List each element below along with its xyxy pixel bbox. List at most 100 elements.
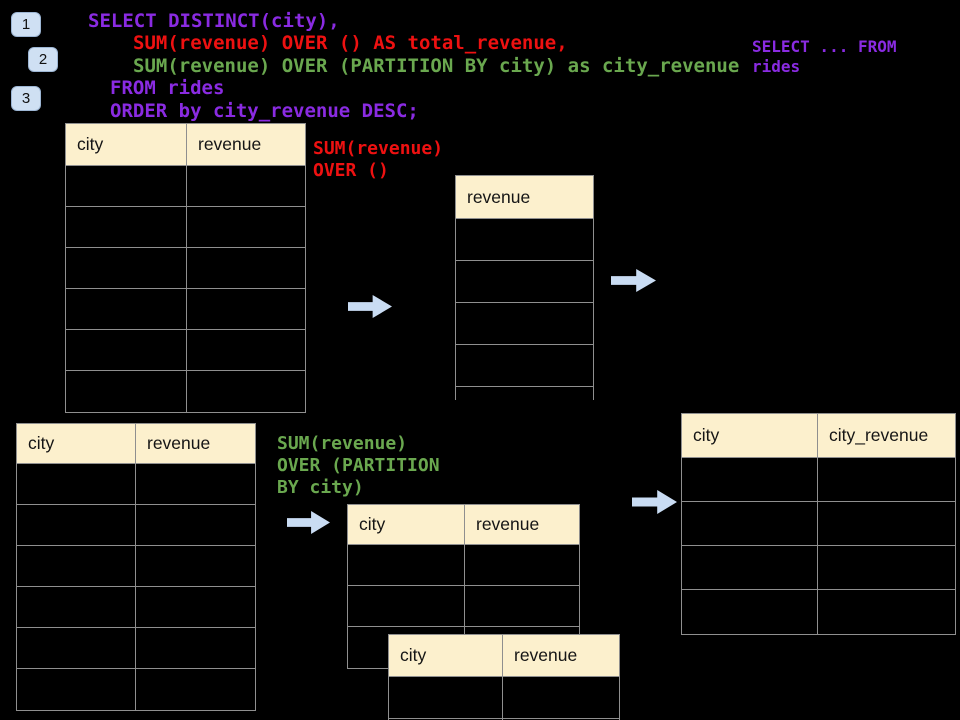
right-block-arrow-icon [611,269,656,292]
table-row [682,590,955,634]
right-block-arrow-icon [348,295,392,318]
empty-cell [818,458,954,501]
empty-cell [465,545,578,585]
empty-cell [682,590,818,634]
empty-cell [66,371,187,412]
table-row [348,545,579,586]
empty-cell [136,546,254,586]
column-header-revenue: revenue [147,433,211,453]
empty-cell [136,628,254,668]
empty-cell [17,505,136,545]
table-row [389,677,619,719]
empty-cell [456,345,592,386]
table-row [456,345,593,387]
table-total-revenue: revenue [455,175,594,400]
empty-cell [818,546,954,589]
column-header-city: city [17,424,136,463]
sql-line-4: FROM rides [110,77,225,100]
empty-cell [187,248,304,288]
text-line: SUM(revenue) [313,138,444,159]
table-row [66,330,305,371]
empty-cell [682,546,818,589]
table-row [66,371,305,412]
right-block-arrow-icon [287,511,330,534]
empty-cell [136,464,254,504]
table-row [17,587,255,628]
empty-cell [17,669,136,710]
empty-cell [389,677,503,718]
column-header-city_revenue: city_revenue [829,425,929,445]
empty-cell [818,590,954,634]
table-row [66,166,305,207]
empty-cell [66,166,187,206]
empty-cell [136,669,254,710]
empty-cell [348,545,465,585]
sql-code-block: SELECT DISTINCT(city), SUM(revenue) OVER … [88,10,739,122]
empty-cell [818,502,954,545]
empty-cell [456,261,592,302]
empty-cell [17,628,136,668]
table-source-rides-top: city revenue [65,123,306,413]
table-row [456,219,593,261]
empty-cell [66,207,187,247]
empty-cell [456,303,592,344]
table-row [682,546,955,590]
column-header-revenue: revenue [514,645,578,665]
empty-cell [503,677,618,718]
text-line: BY city) [277,477,364,498]
column-header-revenue: revenue [198,134,262,154]
table-header-row: city revenue [66,124,305,166]
table-row [17,464,255,505]
empty-cell [66,330,187,370]
step-badge-3: 3 [11,86,41,111]
empty-cell [17,587,136,627]
empty-cell [187,371,304,412]
step-badge-2: 2 [28,47,58,72]
sql-line-3: SUM(revenue) OVER (PARTITION BY city) as… [133,54,740,77]
empty-cell [136,505,254,545]
empty-cell [682,502,818,545]
sql-line-5: ORDER by city_revenue DESC; [110,99,419,122]
table-source-rides-bottom: city revenue [16,423,256,711]
sql-line-1: SELECT DISTINCT(city), [88,10,340,32]
text-line: SELECT ... FROM [752,37,897,56]
table-header-row: city revenue [17,424,255,464]
text-line: OVER () [313,160,389,181]
table-row [66,289,305,330]
column-header-city: city [389,635,503,676]
column-header-revenue: revenue [476,514,540,534]
table-header-row: city revenue [389,635,619,677]
right-block-arrow-icon [632,490,677,514]
column-header-revenue: revenue [467,186,531,207]
table-row [682,502,955,546]
table-row [17,628,255,669]
empty-cell [187,166,304,206]
annotation-sum-over-total: SUM(revenue)OVER () [313,138,443,182]
empty-cell [682,458,818,501]
table-row [456,261,593,303]
empty-cell [465,586,578,626]
text-line: SUM(revenue) [277,433,408,454]
table-row [17,669,255,710]
empty-cell [187,330,304,370]
table-row [17,505,255,546]
step-badge-1: 1 [11,12,41,37]
table-row [17,546,255,587]
empty-cell [456,219,592,260]
table-row [66,207,305,248]
empty-cell [348,586,465,626]
column-header-city: city [66,124,187,165]
table-row [66,248,305,289]
table-header-row: revenue [456,176,593,219]
table-row [348,586,579,627]
empty-cell [66,289,187,329]
empty-cell [66,248,187,288]
empty-cell [187,289,304,329]
table-partition-step-overlay: city revenue [388,634,620,720]
